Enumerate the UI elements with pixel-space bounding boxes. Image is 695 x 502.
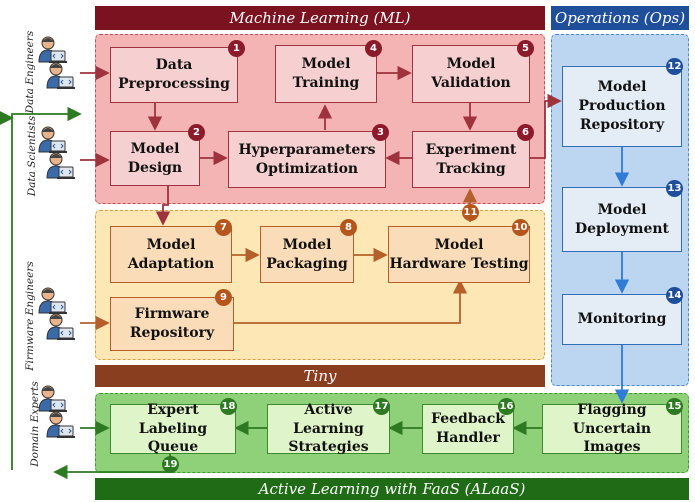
step-flagging-uncertain-images: Flagging Uncertain Images [542, 402, 682, 455]
step-monitoring: Monitoring [562, 294, 682, 345]
step-badge-2: 2 [188, 124, 205, 141]
engineer-laptop-icon [46, 62, 76, 90]
step-model-hardware-testing: Model Hardware Testing [388, 226, 530, 283]
step-model-deployment: Model Deployment [562, 187, 682, 252]
step-badge-5: 5 [517, 40, 534, 57]
step-model-design: Model Design [110, 131, 200, 186]
step-badge-8: 8 [340, 219, 357, 236]
step-active-learning-strategies: Active Learning Strategies [267, 402, 390, 455]
step-badge-17: 17 [373, 398, 390, 415]
step-badge-1: 1 [228, 40, 245, 57]
ops-section-title: Operations (Ops) [551, 6, 689, 30]
engineer-laptop-icon [46, 313, 76, 341]
step-badge-12: 12 [666, 58, 683, 75]
step-experiment-tracking: Experiment Tracking [412, 131, 530, 188]
step-model-adaptation: Model Adaptation [110, 226, 232, 283]
step-feedback-handler: Feedback Handler [422, 404, 514, 454]
step-badge-19: 19 [162, 456, 179, 473]
step-model-training: Model Training [275, 45, 377, 103]
step-badge-15: 15 [666, 398, 683, 415]
step-model-packaging: Model Packaging [260, 226, 354, 283]
engineer-laptop-icon [38, 126, 68, 154]
engineer-laptop-icon [46, 411, 76, 439]
ml-section-title: Machine Learning (ML) [95, 6, 545, 30]
step-badge-13: 13 [666, 180, 683, 197]
step-badge-9: 9 [215, 289, 232, 306]
step-badge-3: 3 [372, 124, 389, 141]
engineer-laptop-icon [38, 385, 68, 413]
alaas-section-title: Active Learning with FaaS (ALaaS) [95, 478, 689, 500]
step-badge-10: 10 [512, 219, 529, 236]
step-model-validation: Model Validation [412, 45, 530, 103]
step-expert-labeling-queue: Expert Labeling Queue [110, 402, 236, 455]
step-badge-18: 18 [220, 398, 237, 415]
engineer-laptop-icon [38, 287, 68, 315]
step-badge-4: 4 [365, 40, 382, 57]
step-hyperparameters-optimization: Hyperparameters Optimization [228, 131, 386, 188]
step-badge-11: 11 [462, 204, 479, 221]
step-badge-7: 7 [215, 219, 232, 236]
tiny-section-title: Tiny [95, 365, 545, 387]
step-model-production-repository: Model Production Repository [562, 66, 682, 147]
engineer-laptop-icon [46, 152, 76, 180]
step-firmware-repository: Firmware Repository [110, 297, 234, 351]
step-badge-14: 14 [666, 287, 683, 304]
step-data-preprocessing: Data Preprocessing [110, 47, 238, 103]
engineer-laptop-icon [38, 36, 68, 64]
step-badge-16: 16 [498, 398, 515, 415]
step-badge-6: 6 [517, 124, 534, 141]
